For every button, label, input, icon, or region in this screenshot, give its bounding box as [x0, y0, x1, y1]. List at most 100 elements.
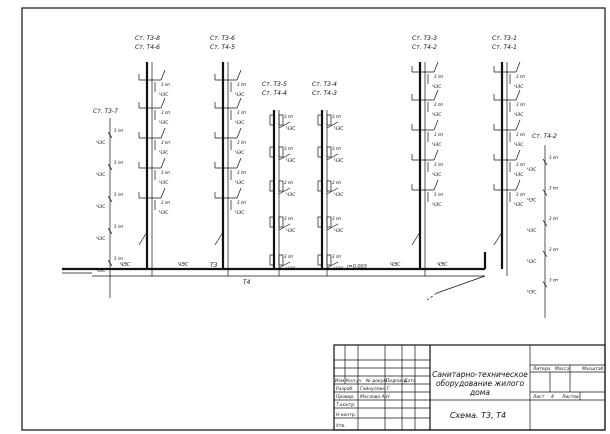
main-pipes: Т3 Т4 i=0.003 ЧЭС ЧЭС ЧЭС ЧЭС [62, 252, 487, 301]
floor-leader [278, 261, 291, 269]
floor-label: ЧЭС [527, 167, 537, 173]
valve-box [278, 180, 284, 192]
floor-label: ЧЭС [235, 180, 245, 186]
valve-box [326, 146, 332, 158]
dim-label: 3 пп [549, 155, 558, 160]
dim-label: 3 пп [332, 254, 341, 259]
floor-label: ЧЭС [432, 172, 442, 178]
floor-label: ЧЭС [527, 228, 537, 234]
dim-label: 3 пп [161, 170, 170, 175]
valve-box [326, 254, 332, 266]
dim-label: 3 пп [284, 216, 293, 221]
floor-riser-tick [433, 149, 439, 161]
title-block: Изм Кол.уч № докум. Подпись Дата Разраб.… [333, 344, 606, 431]
floor-leader [278, 187, 291, 195]
floor-label: ЧЭС [432, 142, 442, 148]
floor-label: ЧЭС [514, 112, 524, 118]
floor-label: ЧЭС [514, 84, 524, 90]
riser-label-t4: Ст. Т4-5 [210, 44, 235, 51]
floor-riser-tick [236, 157, 242, 169]
title-block-frame [333, 344, 606, 431]
main-seg-label-2: ЧЭС [178, 262, 189, 268]
valve-box [317, 180, 323, 192]
valve-box [269, 114, 275, 126]
side-riser-label: Ст. Т4-2 [532, 133, 557, 140]
side-riser-fitting [542, 220, 548, 227]
floor-label: ЧЭС [514, 142, 524, 148]
floor-riser-tick [515, 61, 521, 73]
floor-riser-tick [236, 187, 242, 199]
dim-label: 3 пп [549, 216, 558, 221]
dim-label: 3 пп [237, 82, 246, 87]
riser-label-t4: Ст. Т4-3 [312, 90, 337, 97]
valve-box [326, 216, 332, 228]
valve-box [269, 180, 275, 192]
floor-label: ЧЭС [159, 150, 169, 156]
dim-label: 3 пп [237, 110, 246, 115]
floor-label: ЧЭС [286, 158, 296, 164]
floor-riser-tick [160, 187, 166, 199]
riser-label-t3: Ст. Т3-8 [135, 35, 160, 42]
floor-label: ЧЭС [334, 266, 344, 272]
dim-label: 3 пп [284, 114, 293, 119]
dim-label: 3 пп [516, 162, 525, 167]
valve-box [269, 146, 275, 158]
riser-bottom-offset [138, 231, 148, 246]
main-label-t4: Т4 [243, 279, 251, 286]
floor-riser-tick [433, 119, 439, 131]
tb-title-line3: дома [469, 388, 490, 397]
floor-label: ЧЭС [286, 228, 296, 234]
dim-label: 3 пп [516, 192, 525, 197]
side-riser-fitting [542, 281, 548, 288]
dim-label: 3 пп [114, 224, 123, 229]
valve-box [326, 180, 332, 192]
riser-label-t3: Ст. Т3-6 [210, 35, 235, 42]
branch-pipe [436, 275, 486, 294]
floor-leader [326, 187, 339, 195]
dim-label: 3 пп [516, 132, 525, 137]
dim-label: 3 пп [549, 186, 558, 191]
floor-label: ЧЭС [432, 84, 442, 90]
dim-label: 3 пп [332, 216, 341, 221]
tb-role-0: Разраб. [336, 386, 354, 392]
riser-bottom-offset [214, 231, 224, 246]
floor-label: ЧЭС [159, 210, 169, 216]
tb-sheet-no-label: Лист [532, 394, 545, 400]
main-seg-label-4: ЧЭС [437, 262, 448, 268]
tb-role-2: Т.контр. [336, 402, 356, 408]
tb-sheets-label: Листов [561, 394, 579, 400]
floor-riser-tick [433, 89, 439, 101]
dim-label: 3 пп [237, 140, 246, 145]
dim-label: 3 пп [114, 160, 123, 165]
floor-label: ЧЭС [286, 192, 296, 198]
floor-riser-tick [236, 97, 242, 109]
main-label-t3: Т3 [210, 262, 218, 269]
tb-scale-label: Масштаб [582, 366, 604, 372]
main-seg-label-1: ЧЭС [120, 262, 131, 268]
riser-label-t4: Ст. Т4-1 [492, 44, 517, 51]
valve-box [269, 216, 275, 228]
tb-col-izm: Изм [335, 378, 345, 384]
riser-label-t4: Ст. Т4-4 [262, 90, 287, 97]
tb-col-sign: Подпись [386, 378, 407, 384]
floor-label: ЧЭС [286, 266, 296, 272]
floor-label: ЧЭС [235, 120, 245, 126]
riser-label-t4: Ст. Т4-2 [412, 44, 437, 51]
floor-label: ЧЭС [235, 210, 245, 216]
dim-label: 3 пп [549, 247, 558, 252]
tb-role-3: Н.контр. [336, 412, 356, 418]
floor-riser-tick [236, 127, 242, 139]
side-riser-fitting [107, 259, 113, 267]
floor-riser-tick [515, 179, 521, 191]
dim-label: 3 пп [332, 146, 341, 151]
dim-label: 3 пп [114, 192, 123, 197]
dim-label: 3 пп [516, 74, 525, 79]
floor-leader [326, 223, 339, 231]
floor-label: ЧЭС [96, 140, 106, 146]
